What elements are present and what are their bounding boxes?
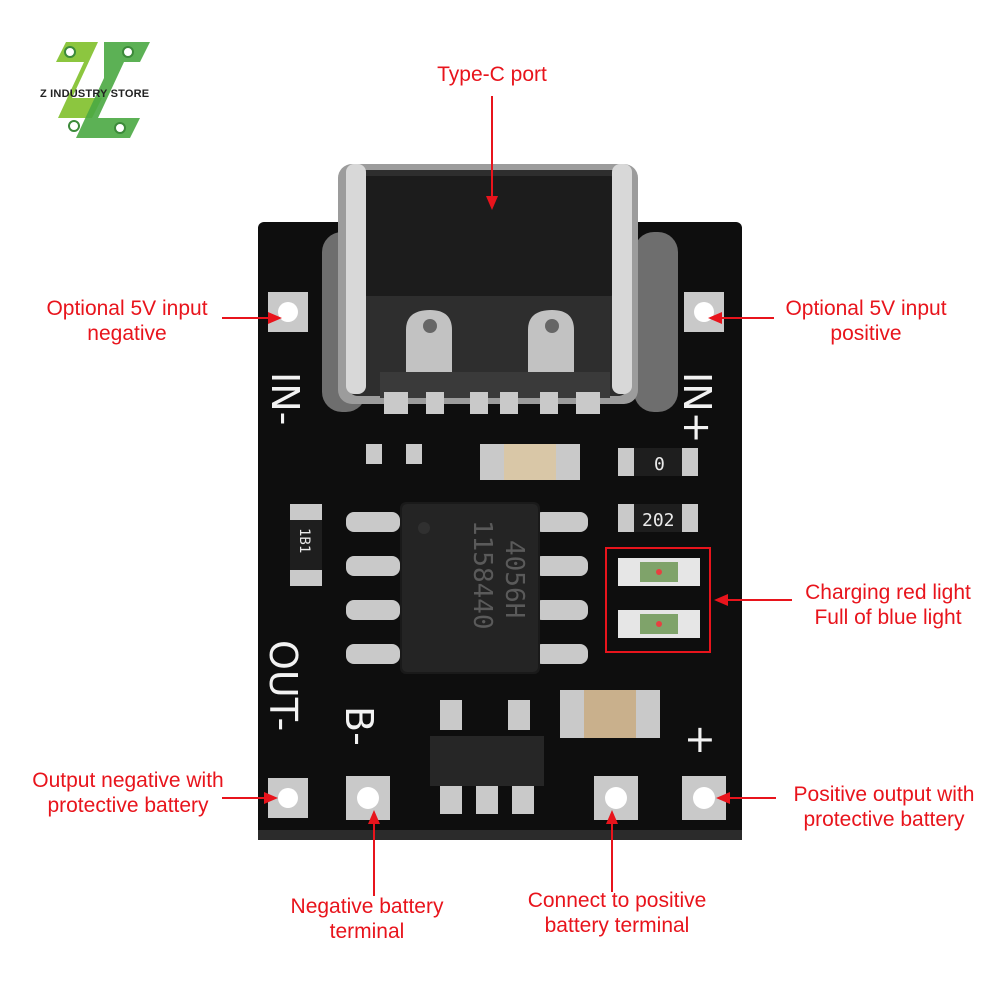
resistor-1b1 bbox=[290, 504, 322, 586]
chip-marking-2: 1158440 bbox=[467, 520, 497, 630]
capacitor-bottom bbox=[560, 690, 660, 738]
resistor-r202 bbox=[618, 504, 698, 532]
ic-chip bbox=[346, 502, 588, 674]
silk-b-minus: B- bbox=[337, 706, 381, 746]
resistor-1b1-label: 1B1 bbox=[296, 528, 312, 553]
silk-out-minus: OUT- bbox=[261, 640, 305, 731]
callout-input-negative: Optional 5V input negative bbox=[46, 297, 208, 345]
chip-marking-1: 4056H bbox=[499, 540, 529, 618]
led-red bbox=[618, 558, 700, 586]
silk-plus: + bbox=[684, 717, 716, 761]
callout-output-positive: Positive output with protective battery bbox=[793, 783, 975, 831]
silk-in-plus: IN+ bbox=[675, 372, 719, 443]
silk-in-minus: IN- bbox=[263, 372, 307, 425]
resistor-r0 bbox=[618, 448, 698, 476]
led-highlight-box bbox=[605, 547, 711, 653]
callout-battery-positive: Connect to positive battery terminal bbox=[527, 889, 707, 937]
mosfet bbox=[430, 700, 544, 814]
callout-input-positive: Optional 5V input positive bbox=[785, 297, 947, 345]
callout-leds: Charging red light Full of blue light bbox=[805, 581, 971, 629]
capacitor-top bbox=[480, 444, 580, 480]
resistor-r0-label: 0 bbox=[654, 454, 665, 475]
callout-battery-negative: Negative battery terminal bbox=[290, 895, 444, 943]
callout-arrows bbox=[222, 96, 792, 896]
store-name: Z INDUSTRY STORE bbox=[40, 88, 150, 100]
resistor-r202-label: 202 bbox=[642, 510, 675, 531]
callout-output-negative: Output negative with protective battery bbox=[32, 769, 224, 817]
type-c-connector bbox=[322, 164, 678, 414]
callout-type-c-port: Type-C port bbox=[437, 63, 547, 86]
led-blue bbox=[618, 610, 700, 638]
